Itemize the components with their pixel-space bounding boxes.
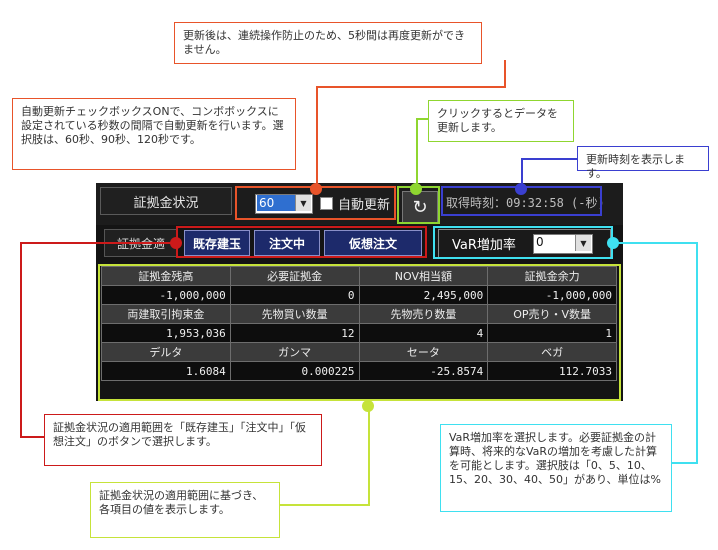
marker-dot <box>362 400 374 412</box>
callout-update-time: 更新時刻を表示します。 <box>577 146 709 180</box>
marker-dot <box>515 183 527 195</box>
marker-dot <box>310 183 322 195</box>
marker-dot <box>170 237 182 249</box>
auto-refresh-label: 自動更新 <box>338 198 391 213</box>
connector-line <box>504 60 506 88</box>
callout-click-refresh: クリックするとデータを更新します。 <box>428 100 574 142</box>
connector-line <box>612 242 698 244</box>
table-header-cell: 両建取引拘束金 <box>101 304 231 324</box>
chevron-down-icon[interactable]: ▼ <box>295 195 311 211</box>
connector-line <box>20 242 175 244</box>
marker-dot <box>410 183 422 195</box>
table-value-cell: 1,953,036 <box>101 323 231 343</box>
scope-button-pending[interactable]: 注文中 <box>254 230 320 256</box>
scope-button-existing[interactable]: 既存建玉 <box>184 230 250 256</box>
table-value-cell: 0 <box>229 285 360 305</box>
table-header-cell: 証拠金残高 <box>101 266 231 286</box>
table-header-cell: デルタ <box>101 342 231 362</box>
callout-var: VaR増加率を選択します。必要証拠金の計算時、将来的なVaRの増加を考慮した計算… <box>440 424 672 512</box>
table-value-cell: 1 <box>487 323 617 343</box>
refresh-icon: ↻ <box>412 196 428 218</box>
callout-auto-refresh: 自動更新チェックボックスONで、コンボボックスに設定されている秒数の間隔で自動更… <box>12 98 296 170</box>
table-value-cell: 0.000225 <box>229 361 360 381</box>
table-row: 両建取引拘束金 先物買い数量 先物売り数量 OP売り・V数量 <box>101 304 617 324</box>
callout-values: 証拠金状況の適用範囲に基づき、各項目の値を表示します。 <box>90 482 280 538</box>
connector-line <box>368 406 370 506</box>
table-value-cell: 112.7033 <box>487 361 617 381</box>
chevron-down-icon[interactable]: ▼ <box>575 235 591 251</box>
table-value-cell: 2,495,000 <box>358 285 489 305</box>
marker-dot <box>607 237 619 249</box>
fetch-time-label: 取得時刻：09:32:58 (-秒) <box>446 196 605 210</box>
table-value-cell: -25.8574 <box>358 361 489 381</box>
table-row: デルタ ガンマ セータ ベガ <box>101 342 617 362</box>
connector-line <box>416 118 428 120</box>
callout-scope: 証拠金状況の適用範囲を「既存建玉」「注文中」「仮想注文」のボタンで選択します。 <box>44 414 322 466</box>
table-highlight <box>98 264 621 401</box>
table-header-cell: 先物買い数量 <box>229 304 360 324</box>
var-increase-label: VaR増加率 <box>452 238 516 253</box>
connector-line <box>696 242 698 464</box>
table-header-cell: 先物売り数量 <box>358 304 489 324</box>
connector-line <box>316 86 318 189</box>
connector-line <box>20 436 44 438</box>
scope-highlight <box>176 226 427 258</box>
connector-line <box>316 86 506 88</box>
panel-title: 証拠金状況 <box>100 187 232 215</box>
var-increase-value[interactable]: 0 <box>536 235 544 249</box>
scope-button-virtual[interactable]: 仮想注文 <box>324 230 422 256</box>
table-header-cell: ベガ <box>487 342 617 362</box>
connector-line <box>280 504 370 506</box>
connector-line <box>521 158 523 188</box>
auto-refresh-interval-value[interactable]: 60 <box>257 195 295 211</box>
table-header-cell: 必要証拠金 <box>229 266 360 286</box>
auto-refresh-checkbox[interactable] <box>320 197 333 210</box>
connector-line <box>672 462 698 464</box>
table-row: 1,953,036 12 4 1 <box>101 323 617 343</box>
table-header-cell: セータ <box>358 342 489 362</box>
table-row: -1,000,000 0 2,495,000 -1,000,000 <box>101 285 617 305</box>
table-row: 1.6084 0.000225 -25.8574 112.7033 <box>101 361 617 381</box>
table-header-cell: ガンマ <box>229 342 360 362</box>
callout-refresh-cooldown: 更新後は、連続操作防止のため、5秒間は再度更新ができません。 <box>174 22 482 64</box>
table-header-cell: OP売り・V数量 <box>487 304 617 324</box>
connector-line <box>521 158 577 160</box>
margin-table: 証拠金残高 必要証拠金 NOV相当額 証拠金余力 -1,000,000 0 2,… <box>101 266 617 381</box>
var-highlight <box>433 226 613 259</box>
connector-line <box>416 118 418 190</box>
connector-line <box>20 242 22 438</box>
